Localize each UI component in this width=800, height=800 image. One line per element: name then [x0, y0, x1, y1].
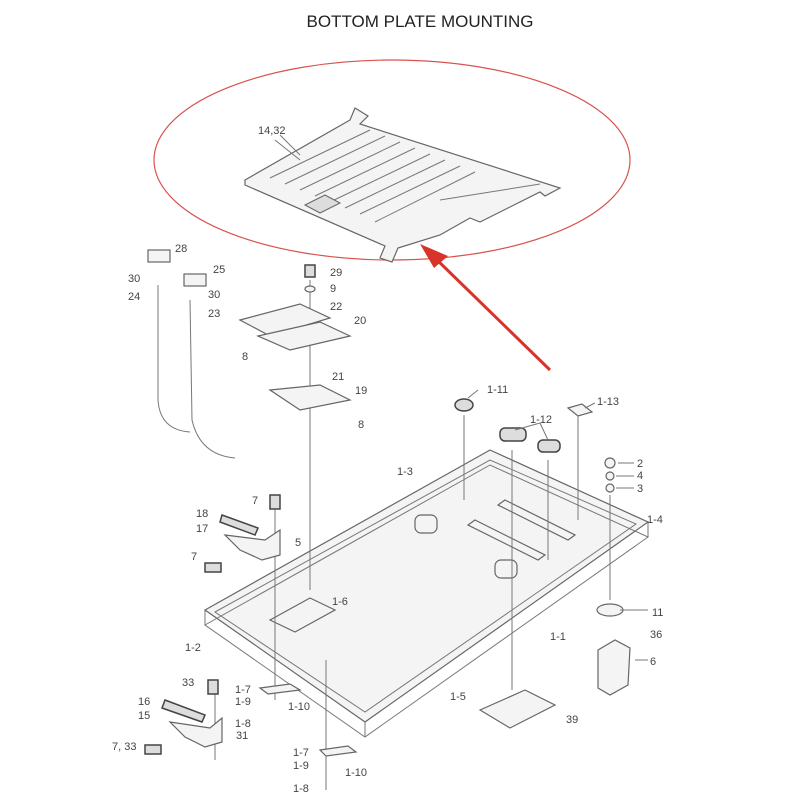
part-label: 33 [182, 677, 194, 689]
part-label: 1-11 [487, 384, 508, 396]
part-label: 9 [330, 283, 336, 295]
part-label: 8 [242, 351, 248, 363]
part-label: 1-9 [293, 760, 309, 772]
part-labels: 14,32 28 30 24 25 30 23 29 9 22 20 8 21 … [112, 125, 663, 795]
part-label: 4 [637, 470, 643, 482]
part-label: 17 [196, 523, 208, 535]
part-label: 7 [252, 495, 258, 507]
part-label: 31 [236, 730, 248, 742]
part-label: 1-5 [450, 691, 466, 703]
diagram-title: BOTTOM PLATE MOUNTING [307, 12, 534, 31]
part-label: 1-7 [293, 747, 309, 759]
part-label: 30 [128, 273, 140, 285]
part-label: 29 [330, 267, 342, 279]
part-label: 5 [295, 537, 301, 549]
part-label: 21 [332, 371, 344, 383]
red-arrow [420, 244, 552, 372]
part-label: 18 [196, 508, 208, 520]
part-label: 39 [566, 714, 578, 726]
part-label: 28 [175, 243, 187, 255]
bottom-plate [244, 107, 562, 263]
part-label: 11 [652, 607, 663, 619]
part-label: 24 [128, 291, 140, 303]
part-label: 1-6 [332, 596, 348, 608]
part-label: 1-9 [235, 696, 251, 708]
part-label: 19 [355, 385, 367, 397]
part-label: 1-8 [235, 718, 251, 730]
part-label: 1-12 [530, 414, 552, 426]
part-label: 20 [354, 315, 366, 327]
part-label: 3 [637, 483, 643, 495]
part-label: 1-1 [550, 631, 566, 643]
part-label: 14,32 [258, 125, 286, 137]
part-label: 1-2 [185, 642, 201, 654]
part-label: 16 [138, 696, 150, 708]
part-label: 1-4 [647, 514, 663, 526]
part-label: 1-3 [397, 466, 413, 478]
part-label: 7, 33 [112, 741, 136, 753]
part-label: 1-10 [345, 767, 367, 779]
part-label: 30 [208, 289, 220, 301]
part-label: 1-7 [235, 684, 251, 696]
part-label: 2 [637, 458, 643, 470]
part-label: 22 [330, 301, 342, 313]
part-label: 25 [213, 264, 225, 276]
part-label: 1-8 [293, 783, 309, 795]
part-label: 1-13 [597, 396, 619, 408]
part-label: 8 [358, 419, 364, 431]
part-label: 1-10 [288, 701, 310, 713]
part-label: 23 [208, 308, 220, 320]
frame-assembly [203, 449, 650, 738]
leader-lines [279, 134, 648, 661]
part-label: 6 [650, 656, 656, 668]
small-parts [144, 249, 616, 757]
part-label: 36 [650, 629, 662, 641]
part-label: 15 [138, 710, 150, 722]
part-label: 7 [191, 551, 197, 563]
